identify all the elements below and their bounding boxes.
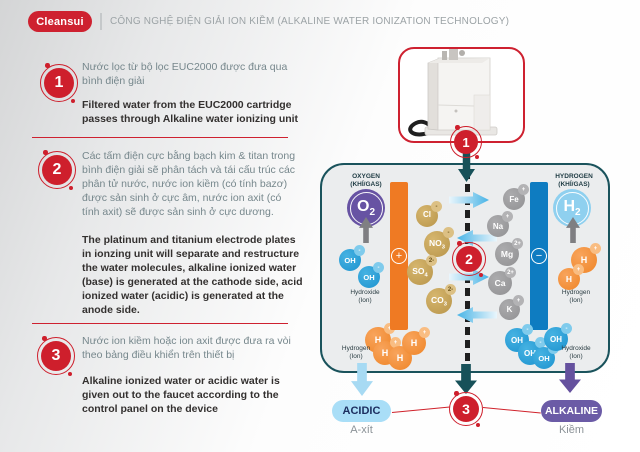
step-2-number: 2: [52, 161, 62, 178]
charge-badge: 2-: [426, 255, 437, 266]
step-1-vietnamese-text: Nước lọc từ bộ lọc EUC2000 được đưa qua …: [82, 61, 288, 87]
flow-badge-2: 2: [452, 241, 486, 277]
cation-na: Na +: [487, 211, 513, 237]
charge-badge: +: [502, 211, 513, 222]
acidic-sub-label: A-xít: [350, 424, 373, 436]
charge-badge: +: [518, 184, 529, 195]
charge-badge: +: [390, 337, 401, 348]
anion-co3: CO3 2-: [426, 284, 456, 314]
step-3-english-text: Alkaline ionized water or acidic water i…: [82, 375, 280, 415]
charge-badge: +: [419, 327, 430, 338]
anion-so4: SO4 2-: [407, 255, 437, 285]
charge-badge: -: [373, 262, 384, 273]
step-1-english-text: Filtered water from the EUC2000 cartridg…: [82, 99, 299, 125]
step-2-badge: 2: [38, 150, 76, 190]
flow-badge-3-number: 3: [462, 401, 470, 417]
hydroxide-ion: OH-: [339, 245, 365, 271]
device-photo-frame: [398, 47, 525, 143]
hydroxide-ion: OH-: [544, 323, 572, 351]
membrane-arrow-left: [457, 307, 497, 323]
charge-badge: +: [573, 264, 584, 275]
charge-badge: 2-: [445, 284, 456, 295]
hydrogen-ion-label: Hydrogen(Ion): [341, 345, 371, 360]
charge-badge: -: [535, 337, 546, 348]
step-1-badge: 1: [40, 63, 78, 103]
charge-badge: -: [443, 227, 454, 238]
charge-badge: -: [354, 245, 365, 256]
cation-fe: Fe +: [503, 184, 529, 210]
hydroxide-ion: OH-: [358, 262, 384, 288]
hydroxide-ion-label: Hydroxide(Ion): [350, 289, 380, 304]
step-3-vietnamese-text: Nước ion kiềm hoặc ion axit được đưa ra …: [82, 335, 291, 361]
anode-plus-sign: +: [391, 248, 407, 264]
ionizer-device-illustration: [408, 49, 498, 137]
charge-badge: 2+: [512, 238, 523, 249]
oxygen-label-state: (KHÍ/GAS): [350, 180, 382, 188]
electrolysis-cell: OXYGEN (KHÍ/GAS) O2 OH- OH- Hydroxide(Io…: [320, 163, 610, 373]
link-line-alkaline: [482, 407, 541, 414]
anion-cl: Cl -: [416, 201, 442, 227]
hydrogen-gas-label: HYDROGEN (KHÍ/GAS): [538, 173, 610, 188]
acidic-pill: ACIDIC: [332, 400, 391, 422]
flow-badge-3: 3: [449, 391, 483, 427]
hydrogen-ion-label: Hydrogen(Ion): [561, 289, 591, 304]
step-2-vietnamese-text: Các tấm điện cực bằng bạch kim & titan t…: [82, 150, 296, 218]
h2-molecule: H2: [553, 189, 591, 227]
cathode-minus-sign: −: [531, 248, 547, 264]
page-title: CÔNG NGHỆ ĐIỆN GIẢI ION KIỀM (ALKALINE W…: [110, 16, 510, 27]
cation-k: K +: [499, 295, 524, 320]
hydrogen-label-name: HYDROGEN: [555, 173, 593, 180]
hydrogen-ion: H+: [558, 264, 584, 290]
step-3-number: 3: [51, 347, 61, 364]
flow-badge-1-number: 1: [462, 134, 470, 150]
charge-badge: -: [431, 201, 442, 212]
divider-line-1: [32, 137, 288, 139]
charge-badge: 2+: [505, 267, 516, 278]
step-2-english-text: The platinum and titanium electrode plat…: [82, 234, 303, 316]
step-1-number: 1: [54, 74, 64, 91]
flow-badge-2-number: 2: [465, 251, 473, 267]
hydrogen-ion: H+: [402, 327, 430, 355]
cleansui-logo: Cleansui: [28, 11, 92, 32]
charge-badge: +: [513, 295, 524, 306]
charge-badge: +: [384, 323, 395, 334]
oxygen-label-name: OXYGEN: [352, 173, 380, 180]
flow-badge-1: 1: [450, 125, 482, 159]
hydroxide-ion-label: Hydroxide(Ion): [561, 345, 591, 360]
oxygen-gas-label: OXYGEN (KHÍ/GAS): [330, 173, 402, 188]
header-divider: [100, 13, 102, 30]
charge-badge: -: [561, 323, 572, 334]
alkaline-sub-label: Kiềm: [558, 424, 585, 436]
hydrogen-label-state: (KHÍ/GAS): [558, 180, 590, 188]
alkaline-pill: ALKALINE: [541, 400, 602, 422]
charge-badge: +: [590, 243, 601, 254]
anion-no3: NO3 -: [424, 227, 454, 257]
cation-mg: Mg 2+: [495, 238, 523, 266]
step-3-badge: 3: [37, 336, 75, 376]
charge-badge: -: [522, 324, 533, 335]
divider-line-2: [32, 323, 288, 325]
cation-ca: Ca 2+: [488, 267, 516, 295]
link-line-acidic: [391, 406, 450, 414]
